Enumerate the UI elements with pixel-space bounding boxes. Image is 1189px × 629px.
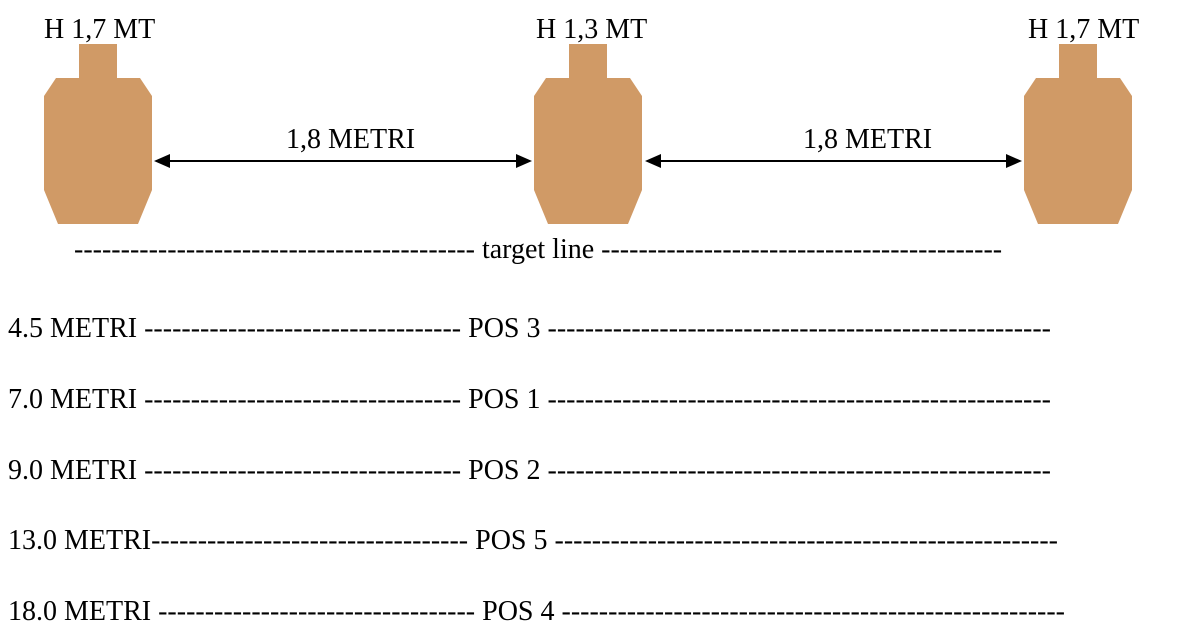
target-right-silhouette <box>1024 44 1132 224</box>
spacing-left-label: 1,8 METRI <box>286 124 416 155</box>
spacing-right-arrow <box>645 151 1022 171</box>
position-row-pos5: 13.0 METRI------------------------------… <box>8 525 1058 556</box>
spacing-left-arrow <box>154 151 532 171</box>
target-left-height-label: H 1,7 MT <box>44 14 156 45</box>
target-center-silhouette <box>534 44 642 224</box>
target-center-height-label: H 1,3 MT <box>536 14 648 45</box>
target-left-silhouette <box>44 44 152 224</box>
position-row-pos1: 7.0 METRI ------------------------------… <box>8 384 1051 415</box>
position-row-pos3: 4.5 METRI ------------------------------… <box>8 313 1051 344</box>
position-row-pos2: 9.0 METRI ------------------------------… <box>8 455 1051 486</box>
target-center <box>532 44 644 224</box>
target-right <box>1022 44 1134 224</box>
spacing-right-label: 1,8 METRI <box>803 124 933 155</box>
target-right-height-label: H 1,7 MT <box>1028 14 1140 45</box>
target-line: ----------------------------------------… <box>74 234 1003 265</box>
target-left <box>42 44 154 224</box>
position-row-pos4: 18.0 METRI -----------------------------… <box>8 596 1065 627</box>
